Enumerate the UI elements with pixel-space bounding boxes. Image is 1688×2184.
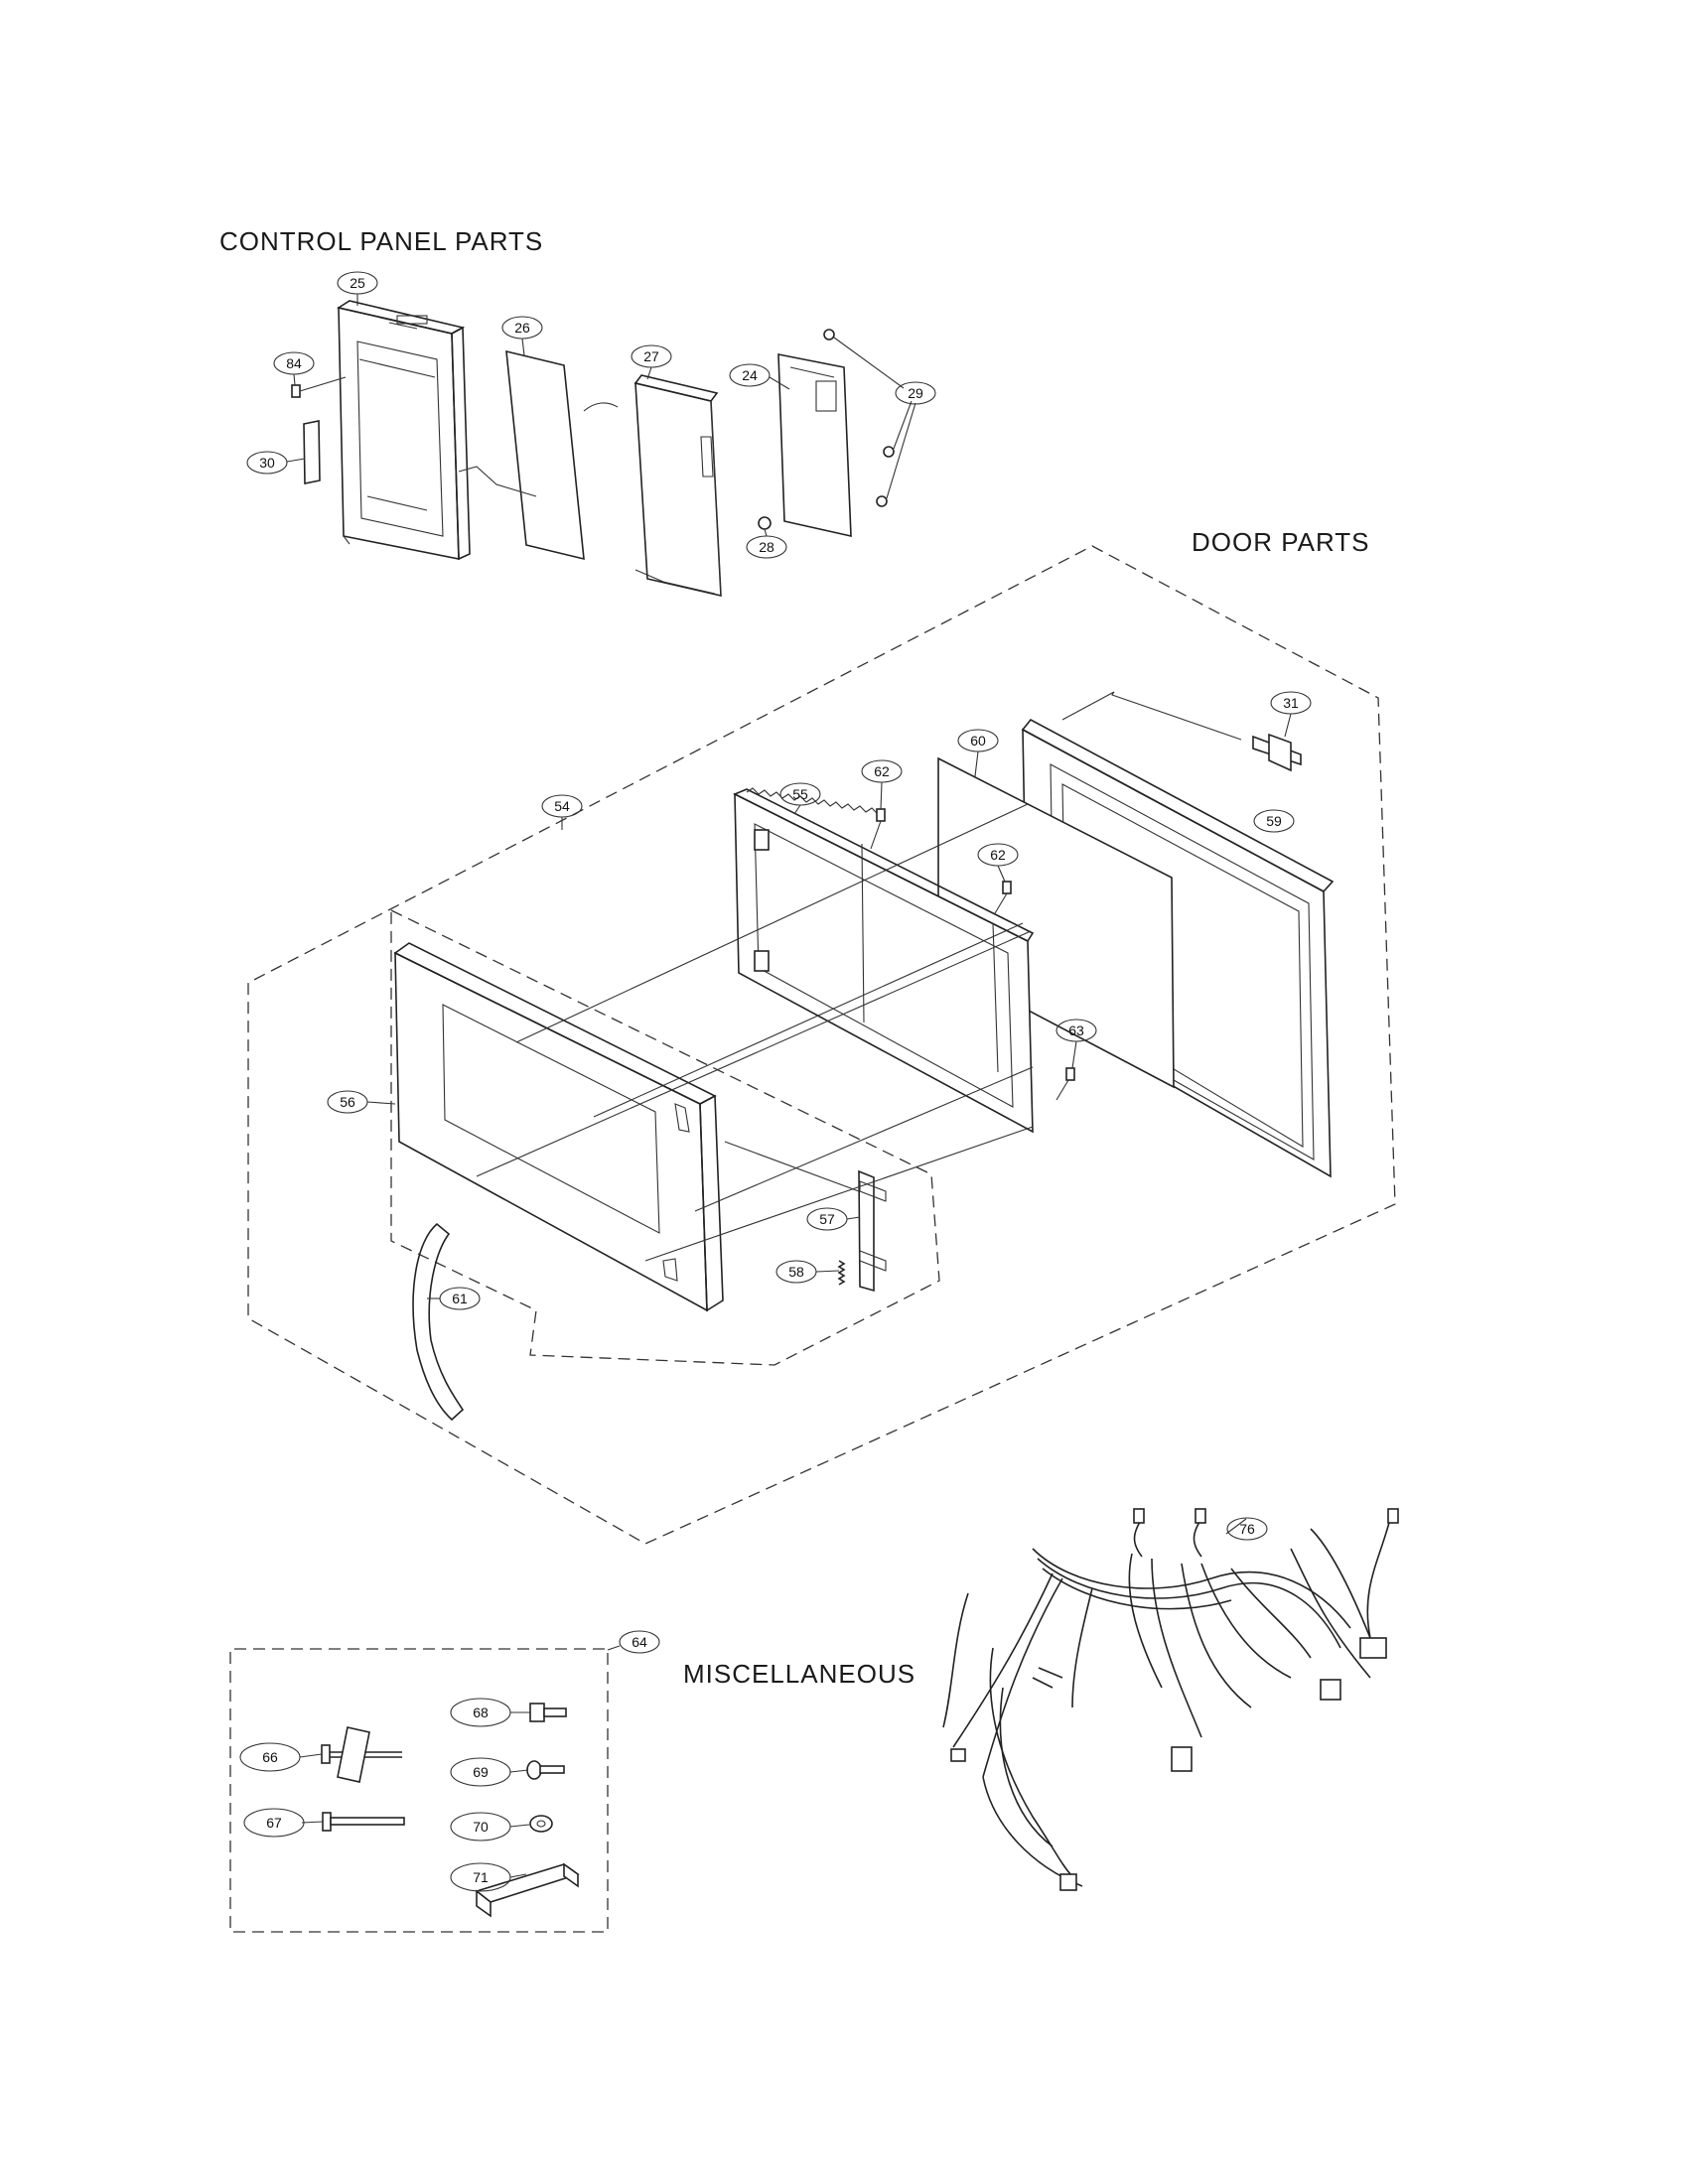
screw-28	[758, 516, 772, 530]
svg-text:67: 67	[266, 1815, 282, 1831]
door-handle-61	[412, 1222, 465, 1422]
callout-71: 71	[450, 1862, 511, 1892]
washer-70	[529, 1815, 553, 1833]
latch-31	[1252, 733, 1302, 772]
door-parts-title: DOOR PARTS	[1192, 527, 1370, 557]
svg-text:84: 84	[286, 355, 302, 371]
toggle-bolt-66	[321, 1726, 402, 1783]
svg-text:29: 29	[908, 385, 923, 401]
callout-24: 24	[729, 363, 790, 390]
svg-text:56: 56	[340, 1094, 355, 1110]
callout-76: 76	[1226, 1517, 1268, 1541]
callout-25: 25	[337, 271, 378, 306]
miscellaneous-group	[229, 1648, 609, 1933]
screws-29	[823, 329, 916, 507]
screw-69	[526, 1760, 565, 1780]
control-panel-group	[291, 300, 916, 598]
svg-text:62: 62	[874, 763, 890, 779]
callout-26: 26	[501, 316, 543, 356]
svg-text:57: 57	[819, 1211, 835, 1227]
svg-text:27: 27	[643, 348, 659, 364]
callout-61: 61	[427, 1287, 481, 1310]
svg-text:25: 25	[350, 275, 365, 291]
svg-text:31: 31	[1283, 695, 1299, 711]
bolt-67	[322, 1812, 405, 1832]
callout-28: 28	[746, 535, 787, 559]
svg-text:58: 58	[788, 1264, 804, 1280]
callout-57: 57	[806, 1207, 861, 1231]
callout-64: 64	[607, 1630, 660, 1654]
callout-54: 54	[541, 794, 583, 830]
callout-60: 60	[957, 729, 999, 777]
svg-text:54: 54	[554, 798, 570, 814]
callout-30: 30	[246, 451, 306, 475]
svg-text:71: 71	[473, 1869, 489, 1885]
callout-59: 59	[1253, 809, 1295, 833]
callout-29: 29	[895, 381, 936, 405]
callout-27: 27	[631, 344, 672, 380]
svg-text:59: 59	[1266, 813, 1282, 829]
callout-66: 66	[239, 1742, 301, 1772]
miscellaneous-title: MISCELLANEOUS	[683, 1659, 916, 1689]
svg-text:30: 30	[259, 455, 275, 471]
svg-text:60: 60	[970, 733, 986, 749]
latch-lever-57	[858, 1169, 887, 1293]
svg-text:64: 64	[632, 1634, 647, 1650]
svg-text:69: 69	[473, 1764, 489, 1780]
svg-text:55: 55	[792, 786, 808, 802]
svg-text:61: 61	[452, 1291, 468, 1306]
door-parts-group	[247, 545, 1396, 1545]
svg-text:63: 63	[1068, 1023, 1084, 1038]
door-glass-60	[937, 756, 1175, 1089]
svg-text:66: 66	[262, 1749, 278, 1765]
control-panel-frame	[336, 300, 471, 561]
callout-62a: 62	[861, 759, 903, 810]
choke-frame-55	[733, 787, 1035, 1134]
callout-84: 84	[273, 351, 315, 386]
membrane-26	[505, 349, 585, 561]
svg-text:76: 76	[1239, 1521, 1255, 1537]
screw-68	[529, 1703, 567, 1722]
svg-text:68: 68	[473, 1705, 489, 1720]
callout-63: 63	[1055, 1019, 1097, 1069]
svg-text:26: 26	[514, 320, 530, 336]
svg-text:70: 70	[473, 1819, 489, 1835]
screw-84	[291, 376, 347, 398]
callout-31: 31	[1270, 691, 1312, 738]
svg-text:62: 62	[990, 847, 1006, 863]
callout-58: 58	[775, 1260, 840, 1284]
callout-67: 67	[243, 1808, 305, 1838]
label-30	[303, 420, 321, 484]
misc-boundary-64	[229, 1648, 609, 1933]
screw-63	[1065, 1067, 1075, 1081]
callout-69: 69	[450, 1757, 511, 1787]
callout-55: 55	[779, 782, 821, 815]
bracket-71	[475, 1862, 580, 1918]
door-front-56	[393, 942, 724, 1312]
wire-harness-76	[942, 1508, 1399, 1891]
callout-70: 70	[450, 1812, 511, 1842]
svg-text:24: 24	[742, 367, 758, 383]
callout-68: 68	[450, 1698, 511, 1727]
control-panel-parts-title: CONTROL PANEL PARTS	[219, 226, 544, 256]
pcb-board-24	[777, 353, 852, 538]
spring-58	[837, 1260, 846, 1286]
screws-62	[870, 808, 1012, 914]
pcb-cover-27	[633, 374, 722, 598]
callout-56: 56	[327, 1090, 396, 1114]
callout-62b: 62	[977, 843, 1019, 883]
door-assembly-boundary-54	[247, 545, 1396, 1545]
svg-text:28: 28	[759, 539, 774, 555]
